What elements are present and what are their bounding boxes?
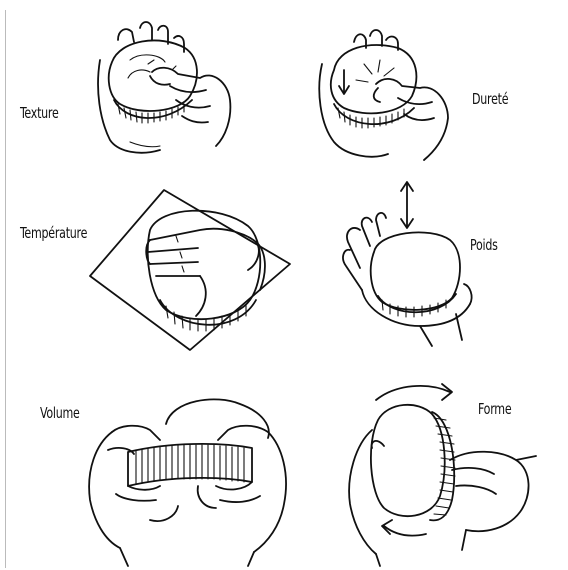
- volume-illustration: [89, 399, 286, 566]
- label-texture: Texture: [20, 104, 59, 122]
- poids-illustration: [343, 182, 472, 346]
- label-volume: Volume: [40, 404, 80, 422]
- label-forme: Forme: [478, 400, 511, 418]
- label-poids: Poids: [470, 236, 498, 254]
- durete-illustration: [319, 30, 448, 160]
- label-temperature: Température: [20, 224, 87, 242]
- temperature-illustration: [90, 190, 290, 350]
- texture-illustration: [98, 22, 230, 153]
- label-durete: Dureté: [472, 90, 508, 108]
